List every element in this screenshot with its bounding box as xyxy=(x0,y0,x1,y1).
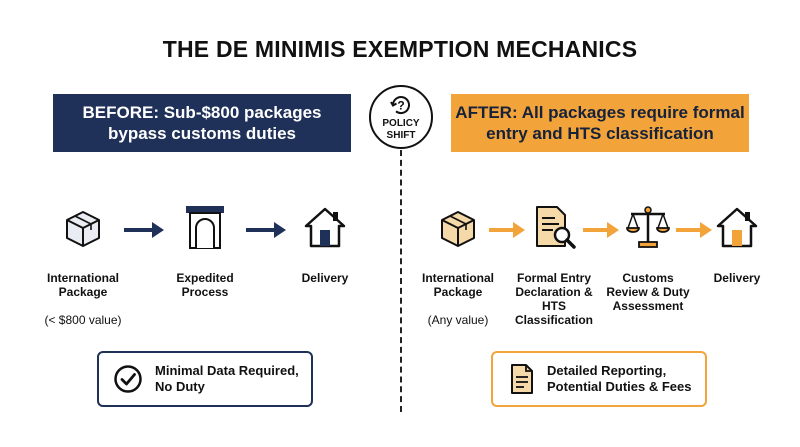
step-title: International Package xyxy=(421,271,494,299)
step-title: Delivery xyxy=(301,271,349,285)
before-step-2-label: Expedited Process xyxy=(155,257,255,313)
before-step-1-label: International Package (< $800 value) xyxy=(33,257,133,341)
policy-shift-label: POLICY SHIFT xyxy=(382,118,420,141)
after-card-text: Detailed Reporting, Potential Duties & F… xyxy=(547,363,692,394)
question-cycle-icon: ? xyxy=(390,96,410,115)
house-icon xyxy=(716,207,758,248)
before-summary-card: Minimal Data Required, No Duty xyxy=(97,351,313,407)
step-sub: (Any value) xyxy=(427,313,489,327)
after-step-3-label: Customs Review & Duty Assessment xyxy=(600,257,696,327)
center-divider xyxy=(400,150,402,412)
arrow-icon xyxy=(583,222,619,238)
gate-icon xyxy=(186,206,224,249)
after-step-2-label: Formal Entry Declaration & HTS Classific… xyxy=(506,257,602,341)
step-sub: (< $800 value) xyxy=(44,313,122,327)
step-title: Customs Review & Duty Assessment xyxy=(606,271,690,313)
policy-shift-badge: ? POLICY SHIFT xyxy=(369,85,433,149)
page-title: THE DE MINIMIS EXEMPTION MECHANICS xyxy=(162,36,638,62)
arrow-icon xyxy=(246,222,286,238)
before-banner-text: BEFORE: Sub-$800 packages bypass customs… xyxy=(82,103,322,143)
arrow-icon xyxy=(124,222,164,238)
step-title: Formal Entry Declaration & HTS Classific… xyxy=(514,271,594,327)
step-title: Expedited Process xyxy=(176,271,234,299)
after-step-1-label: International Package (Any value) xyxy=(410,257,506,341)
package-icon xyxy=(66,211,100,247)
step-title: Delivery xyxy=(713,271,761,285)
step-title: International Package xyxy=(46,271,119,299)
arrow-icon xyxy=(489,222,525,238)
scales-icon xyxy=(626,206,670,248)
after-step-4-label: Delivery xyxy=(697,257,777,299)
package-icon xyxy=(441,211,475,247)
check-circle-icon xyxy=(114,365,142,393)
after-banner: AFTER: All packages require formal entry… xyxy=(451,94,749,152)
before-card-text: Minimal Data Required, No Duty xyxy=(155,363,299,394)
after-summary-card: Detailed Reporting, Potential Duties & F… xyxy=(491,351,707,407)
before-banner: BEFORE: Sub-$800 packages bypass customs… xyxy=(53,94,351,152)
before-step-3-label: Delivery xyxy=(275,257,375,299)
arrow-icon xyxy=(676,222,712,238)
house-icon xyxy=(304,207,346,248)
document-magnifier-icon xyxy=(536,206,576,249)
after-banner-text: AFTER: All packages require formal entry… xyxy=(455,103,745,143)
document-icon xyxy=(511,364,533,394)
svg-text:?: ? xyxy=(397,99,404,113)
